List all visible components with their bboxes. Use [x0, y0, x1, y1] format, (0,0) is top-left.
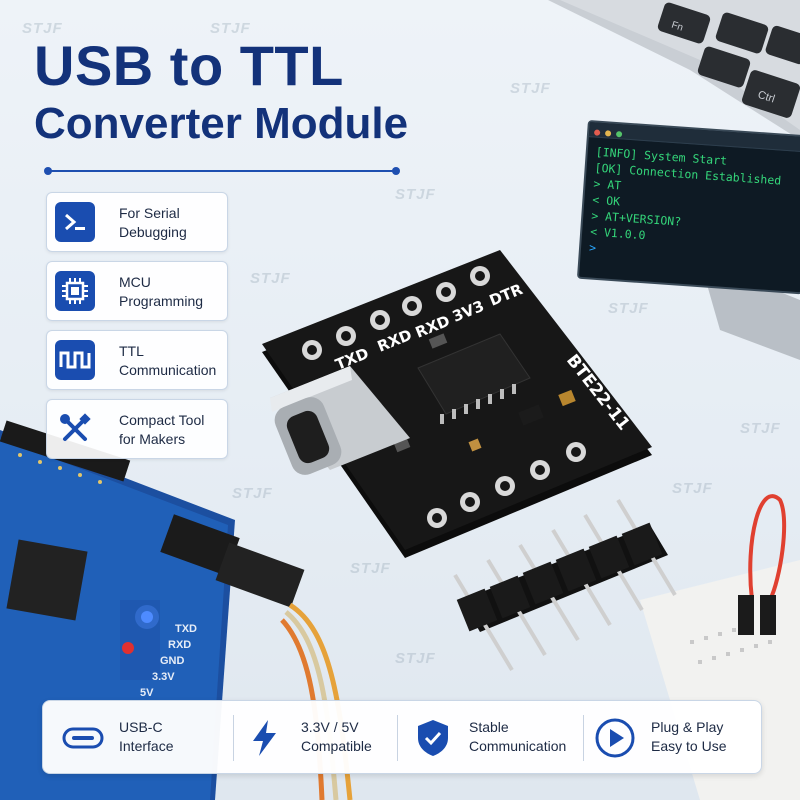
watermark: STJF — [250, 270, 291, 287]
watermark: STJF — [22, 20, 63, 37]
divider — [583, 715, 584, 761]
dev-pin-label: 5V — [140, 687, 154, 699]
key-fn-label: Fn — [670, 20, 684, 34]
usb-ttl-board: TXD RXD RXD 3V3 DTR BTE22-11 — [262, 250, 652, 558]
dev-pin-label: GND — [160, 655, 185, 667]
serial-terminal-window: [INFO] System Start[OK] Connection Estab… — [576, 120, 800, 295]
feature-card-mcu-programming: MCU Programming — [46, 261, 228, 321]
bottom-feature-label: Plug & Play Easy to Use — [651, 719, 727, 754]
title-line-2: Converter Module — [34, 99, 409, 148]
feature-label: MCU Programming — [119, 274, 204, 309]
dev-pin-label: TXD — [175, 623, 197, 635]
usb-c-port-icon — [61, 716, 105, 760]
bottom-feature-plug-play: Plug & Play Easy to Use — [593, 701, 753, 773]
bottom-feature-label: 3.3V / 5V Compatible — [301, 719, 372, 754]
play-circle-icon — [593, 716, 637, 760]
lightning-bolt-icon — [243, 716, 287, 760]
feature-card-serial-debugging: For Serial Debugging — [46, 192, 228, 252]
square-wave-icon — [55, 340, 95, 380]
bottom-feature-stable: Stable Communication — [411, 701, 581, 773]
key-ctrl-label: Ctrl — [756, 89, 776, 106]
dev-pin-label: RXD — [168, 639, 191, 651]
feature-label: TTL Communication — [119, 343, 217, 378]
dev-pin-label: 3.3V — [152, 671, 175, 683]
bottom-feature-label: Stable Communication — [469, 719, 567, 754]
watermark: STJF — [210, 20, 251, 37]
page-title: USB to TTL Converter Module — [34, 38, 408, 146]
watermark: STJF — [350, 560, 391, 577]
watermark: STJF — [395, 186, 436, 203]
feature-label: For Serial Debugging — [119, 205, 187, 240]
title-divider — [44, 167, 400, 175]
feature-card-ttl-communication: TTL Communication — [46, 330, 228, 390]
watermark: STJF — [740, 420, 781, 437]
terminal-output: [INFO] System Start[OK] Connection Estab… — [580, 137, 800, 276]
feature-label: Compact Tool for Makers — [119, 412, 205, 447]
bottom-feature-label: USB-C Interface — [119, 719, 174, 754]
bottom-feature-voltage: 3.3V / 5V Compatible — [243, 701, 403, 773]
watermark: STJF — [672, 480, 713, 497]
watermark: STJF — [510, 80, 551, 97]
chip-icon — [55, 271, 95, 311]
terminal-prompt-icon — [55, 202, 95, 242]
title-line-1: USB to TTL — [34, 34, 344, 97]
watermark: STJF — [608, 300, 649, 317]
divider — [233, 715, 234, 761]
watermark: STJF — [232, 485, 273, 502]
bottom-feature-usb-c: USB-C Interface — [61, 701, 221, 773]
shield-check-icon — [411, 716, 455, 760]
usb-c-connector — [270, 366, 410, 475]
bottom-feature-bar: USB-C Interface 3.3V / 5V Compatible Sta… — [42, 700, 762, 774]
header-pins — [453, 498, 677, 672]
wrench-screwdriver-icon — [55, 409, 95, 449]
watermark: STJF — [395, 650, 436, 667]
divider — [397, 715, 398, 761]
feature-card-compact-tool: Compact Tool for Makers — [46, 399, 228, 459]
